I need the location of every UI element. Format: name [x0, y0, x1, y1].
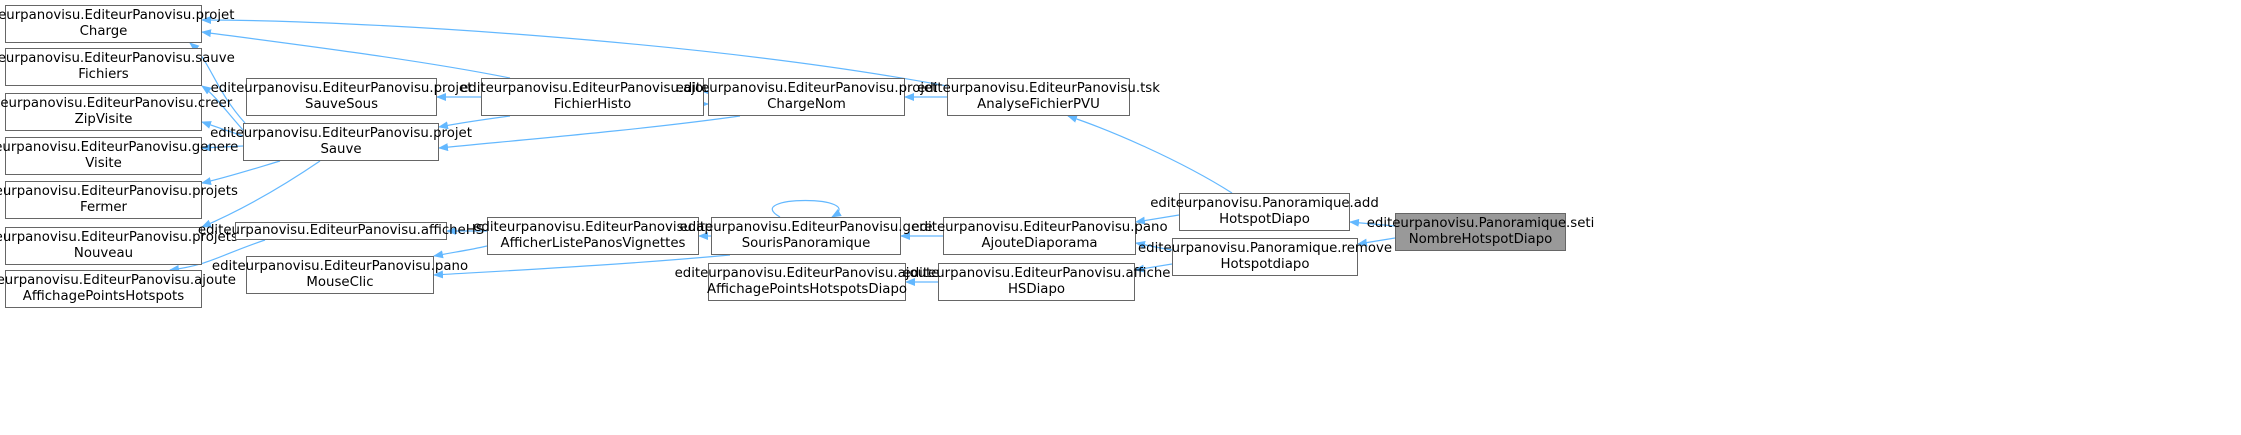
node-gere-souris-panoramique[interactable]: editeurpanovisu.EditeurPanovisu.gere Sou… [680, 217, 933, 255]
node-label: editeurpanovisu.Panoramique.seti NombreH… [1366, 216, 1595, 247]
node-label: editeurpanovisu.EditeurPanovisu.projet C… [675, 81, 938, 112]
edge-projetSauve-to-creerZipVisite [201, 121, 244, 137]
node-affiche-hs-diapo[interactable]: editeurpanovisu.EditeurPanovisu.affiche … [903, 263, 1170, 301]
node-creer-zip-visite[interactable]: editeurpanovisu.EditeurPanovisu.creer Zi… [0, 93, 232, 131]
node-projet-charge-nom[interactable]: editeurpanovisu.EditeurPanovisu.projet C… [676, 78, 937, 116]
node-remove-hotspotdiapo[interactable]: editeurpanovisu.Panoramique.remove Hotsp… [1138, 238, 1392, 276]
node-genere-visite[interactable]: editeurpanovisu.EditeurPanovisu.genere V… [0, 137, 238, 175]
node-add-hotspot-diapo[interactable]: editeurpanovisu.Panoramique.add HotspotD… [1150, 193, 1379, 231]
node-projets-fermer[interactable]: editeurpanovisu.EditeurPanovisu.projets … [0, 181, 238, 219]
edge-gereSourisPanoramique-to-panoMouseClic [433, 254, 731, 279]
node-label: editeurpanovisu.Panoramique.remove Hotsp… [1137, 241, 1393, 272]
node-projet-charge[interactable]: editeurpanovisu.EditeurPanovisu.projet C… [0, 5, 234, 43]
edge-removeHotspotdiapo-to-panoAjouteDiaporama [1135, 240, 1173, 251]
node-label: editeurpanovisu.EditeurPanovisu.pano Mou… [211, 259, 469, 290]
node-seti-nombre-hotspot-diapo[interactable]: editeurpanovisu.Panoramique.seti NombreH… [1367, 213, 1594, 251]
node-label: editeurpanovisu.EditeurPanovisu.projets … [0, 230, 238, 261]
edge-projetSauve-to-projetsFermer [201, 160, 281, 185]
node-label: editeurpanovisu.EditeurPanovisu.gere Sou… [679, 220, 933, 251]
node-label: editeurpanovisu.EditeurPanovisu.affiche … [902, 266, 1171, 297]
node-label: editeurpanovisu.EditeurPanovisu.sauve Fi… [0, 51, 235, 82]
edge-projetSauve-to-projetsNouveau [201, 160, 321, 228]
edge-removeHotspotdiapo-to-afficheHSDiapo [1134, 263, 1173, 273]
node-label: editeurpanovisu.EditeurPanovisu.afficheH… [197, 223, 485, 238]
node-label: editeurpanovisu.EditeurPanovisu.projets … [0, 184, 238, 215]
node-sauve-fichiers[interactable]: editeurpanovisu.EditeurPanovisu.sauve Fi… [0, 48, 235, 86]
node-pano-mouse-clic[interactable]: editeurpanovisu.EditeurPanovisu.pano Mou… [212, 256, 468, 294]
node-label: editeurpanovisu.EditeurPanovisu.genere V… [0, 140, 239, 171]
edge-apAfficherListePanosVignettes-to-panoMouseClic [433, 245, 488, 259]
node-pano-ajoute-diaporama[interactable]: editeurpanovisu.EditeurPanovisu.pano Ajo… [911, 217, 1168, 255]
node-tsk-analyse-fichier-pvu[interactable]: editeurpanovisu.EditeurPanovisu.tsk Anal… [917, 78, 1160, 116]
edge-projetChargeNom-to-projetSauve [438, 115, 741, 152]
node-label: editeurpanovisu.EditeurPanovisu.projet S… [210, 126, 472, 157]
edge-ajouteFichierHisto-to-projetCharge [201, 29, 511, 79]
edge-projetSauve-to-genereVisite [201, 143, 244, 152]
node-ajoute-affichage-points-hotspots[interactable]: editeurpanovisu.EditeurPanovisu.ajoute A… [0, 270, 236, 308]
node-projet-sauve-sous[interactable]: editeurpanovisu.EditeurPanovisu.projet S… [211, 78, 472, 116]
node-ajoute-fichier-histo[interactable]: editeurpanovisu.EditeurPanovisu.ajoute F… [460, 78, 725, 116]
node-label: editeurpanovisu.EditeurPanovisu.creer Zi… [0, 96, 233, 127]
edge-ajouteFichierHisto-to-projetSauve [438, 115, 511, 130]
node-label: editeurpanovisu.EditeurPanovisu.ajoute A… [0, 273, 236, 304]
node-projets-nouveau[interactable]: editeurpanovisu.EditeurPanovisu.projets … [0, 227, 238, 265]
node-label: editeurpanovisu.EditeurPanovisu.ajoute A… [674, 266, 940, 297]
edge-projetSauve-to-sauveFichiers [201, 85, 244, 131]
node-label: editeurpanovisu.EditeurPanovisu.projet S… [210, 81, 473, 112]
node-ajoute-affichage-points-hotspots-diapo[interactable]: editeurpanovisu.EditeurPanovisu.ajoute A… [675, 263, 939, 301]
edge-gereSourisPanoramique-to-gereSourisPanoramique [771, 199, 842, 218]
node-label: editeurpanovisu.EditeurPanovisu.ap Affic… [473, 220, 713, 251]
node-label: editeurpanovisu.EditeurPanovisu.projet C… [0, 8, 235, 39]
edge-afficheHS-to-ajouteAffichagePointsHotspots [169, 239, 266, 273]
edge-addHotspotDiapo-to-panoAjouteDiaporama [1135, 214, 1180, 225]
node-affiche-hs[interactable]: editeurpanovisu.EditeurPanovisu.afficheH… [198, 222, 484, 240]
edge-addHotspotDiapo-to-tskAnalyseFichierPVU [1067, 115, 1233, 194]
node-label: editeurpanovisu.EditeurPanovisu.ajoute F… [460, 81, 725, 112]
node-label: editeurpanovisu.Panoramique.add HotspotD… [1150, 196, 1379, 227]
node-label: editeurpanovisu.EditeurPanovisu.tsk Anal… [917, 81, 1160, 112]
node-projet-sauve[interactable]: editeurpanovisu.EditeurPanovisu.projet S… [210, 123, 472, 161]
node-label: editeurpanovisu.EditeurPanovisu.pano Ajo… [911, 220, 1168, 251]
edge-setiNombreHotspotDiapo-to-addHotspotDiapo [1349, 218, 1396, 227]
edge-setiNombreHotspotDiapo-to-removeHotspotdiapo [1357, 237, 1396, 247]
edge-tskAnalyseFichierPVU-to-projetCharge [201, 16, 948, 87]
node-ap-afficher-liste-panos-vignettes[interactable]: editeurpanovisu.EditeurPanovisu.ap Affic… [473, 217, 713, 255]
